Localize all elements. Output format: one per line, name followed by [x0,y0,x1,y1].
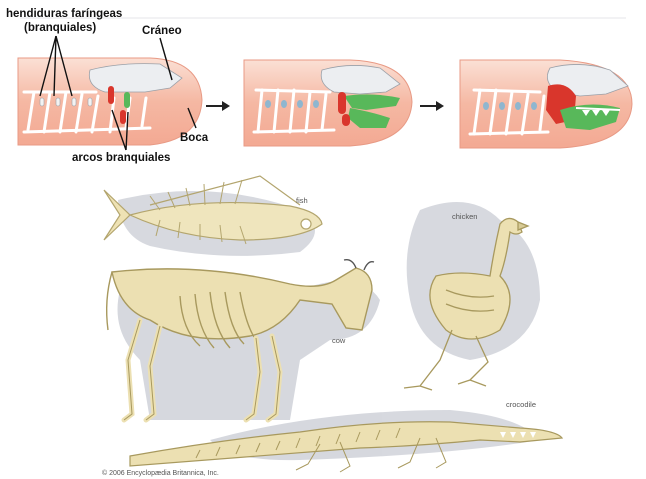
arrow-right-icon [420,101,444,111]
gill-arch-green [124,92,130,108]
embryo-stage-3 [460,60,632,148]
arrow-right-icon [206,101,230,111]
pharyngeal-slits-sublabel: (branquiales) [24,22,96,35]
copyright-label: © 2006 Encyclopædia Britannica, Inc. [102,470,219,477]
gill-arches-label: arcos branquiales [72,152,170,165]
fish-label: fish [296,196,308,205]
pharyngeal-slits-label: hendiduras faríngeas [6,8,122,21]
crocodile-skeleton [130,422,562,472]
mouth-label: Boca [180,132,208,145]
gill-arch-red [108,86,114,104]
crocodile-label: crocodile [506,400,536,409]
skull-label: Cráneo [142,25,182,38]
embryo-stage-2 [244,60,412,146]
chicken-label: chicken [452,212,477,221]
embryo-stage-1 [18,36,202,150]
cow-label: cow [332,336,345,345]
